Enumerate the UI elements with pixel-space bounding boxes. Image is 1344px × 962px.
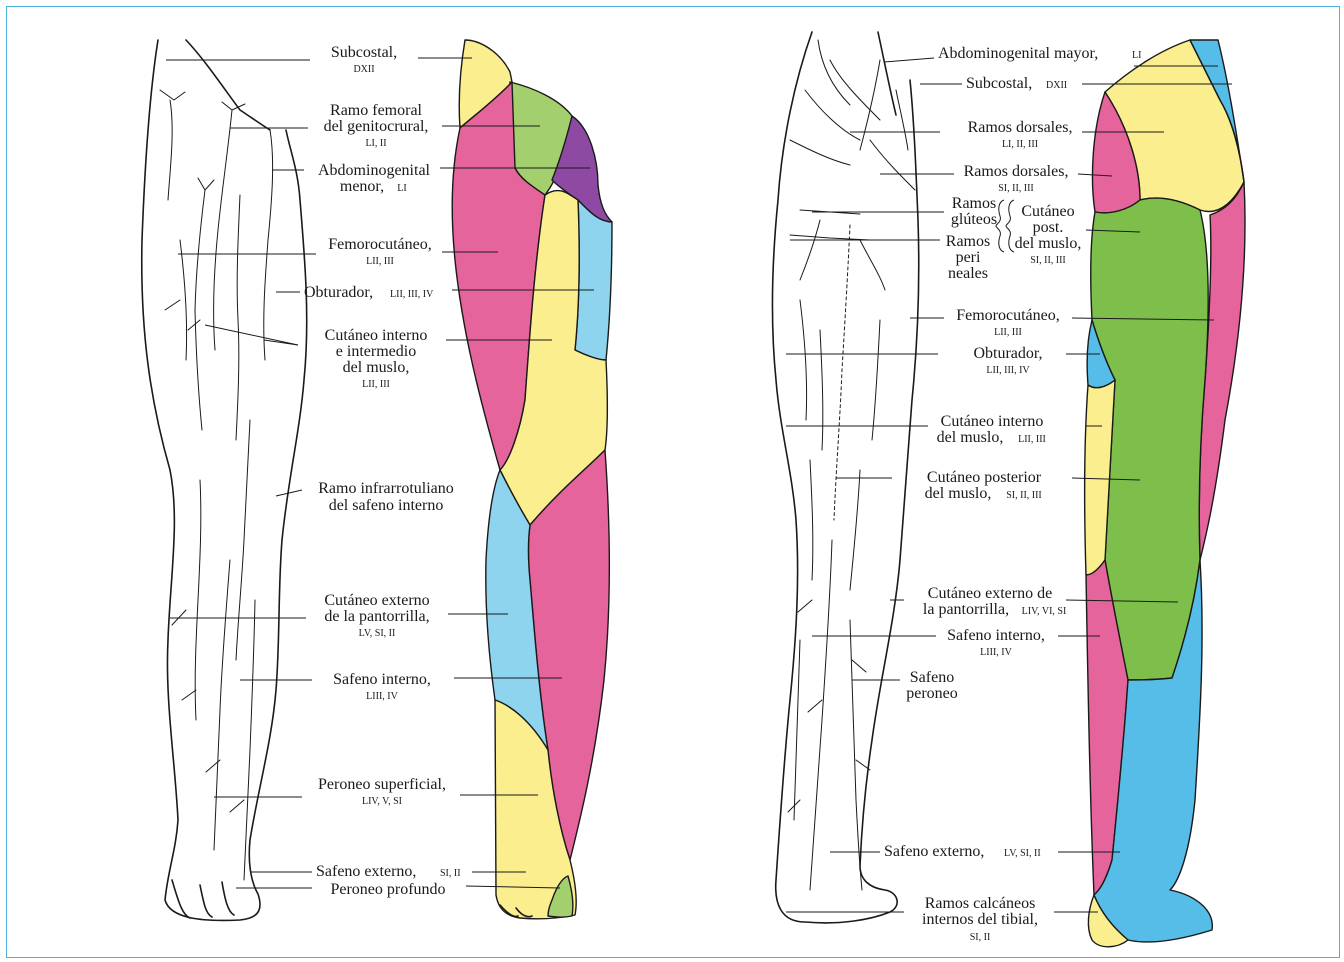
back-iliohypogastric-major-label: Abdominogenital mayor, [938, 45, 1098, 62]
front-genitofemoral-label-1: Ramo femoral [330, 102, 423, 119]
front-femorocutaneous-root: LII, III [366, 256, 394, 267]
back-leg-nerve-drawing [772, 32, 918, 923]
back-peroneal-saphenous-label-1: Safeno [910, 669, 954, 686]
back-gluteal-label-2: glúteos [951, 211, 997, 228]
front-cutaneous-internal-label-1: Cutáneo interno [325, 327, 428, 344]
back-femorocutaneous-root: LII, III [994, 327, 1022, 338]
front-saphenous-label: Safeno interno, [333, 671, 431, 688]
front-deep-peroneal-label: Peroneo profundo [330, 881, 445, 898]
back-subcostal-label: Subcostal, [966, 75, 1032, 92]
back-dorsal-l-root: LI, II, III [1002, 139, 1038, 150]
front-subcostal-root: DXII [353, 64, 374, 75]
front-subcostal-label: Subcostal, [331, 44, 397, 61]
back-perineal-label-2: peri [956, 249, 981, 266]
back-calcaneal-label-2: internos del tibial, [922, 911, 1038, 928]
front-cutaneous-internal-root: LII, III [362, 379, 390, 390]
back-calf-external-label-1: Cutáneo externo de [928, 585, 1052, 602]
front-calf-external-label-1: Cutáneo externo [324, 592, 429, 609]
front-leg-nerve-drawing [142, 40, 307, 920]
front-calf-external-root: LV, SI, II [359, 628, 396, 639]
back-calf-external-label-2: la pantorrilla, [923, 601, 1009, 618]
back-perineal-label-1: Ramos [946, 233, 990, 250]
front-iliohypogastric-label-2: menor, [340, 178, 384, 195]
front-genitofemoral-root: LI, II [365, 138, 386, 149]
front-calf-external-label-2: de la pantorrilla, [324, 608, 429, 625]
back-cutaneous-internal-label-1: Cutáneo interno [941, 413, 1044, 430]
back-iliohypogastric-major-root: LI [1132, 50, 1141, 61]
back-obturator-root: LII, III, IV [986, 365, 1030, 376]
back-femorocutaneous-label: Femorocutáneo, [956, 307, 1060, 324]
back-dorsal-l-label: Ramos dorsales, [968, 119, 1073, 136]
front-superficial-peroneal-label: Peroneo superficial, [318, 776, 446, 793]
front-iliohypogastric-root: LI [397, 183, 406, 194]
front-iliohypogastric-label-1: Abdominogenital [318, 162, 431, 179]
front-obturator-label: Obturador, [304, 284, 373, 301]
back-posterior-group-label-3: del muslo, [1015, 235, 1082, 252]
front-femorocutaneous-label: Femorocutáneo, [328, 236, 432, 253]
back-brace-left [996, 200, 1004, 252]
back-dorsal-s-label: Ramos dorsales, [964, 163, 1069, 180]
back-subcostal-root: DXII [1046, 80, 1067, 91]
front-cutaneous-internal-label-3: del muslo, [343, 359, 410, 376]
back-peroneal-saphenous-label-2: peroneo [906, 685, 958, 702]
back-saphenous-label: Safeno interno, [947, 627, 1045, 644]
back-obturator-label: Obturador, [973, 345, 1042, 362]
back-perineal-label-3: neales [948, 265, 988, 282]
front-sural-root: SI, II [440, 868, 461, 879]
back-cutaneous-internal-label-2: del muslo, [937, 429, 1004, 446]
front-leg-dermatome-map [452, 40, 612, 919]
back-brace-right [1006, 200, 1014, 252]
back-posterior-group-root: SI, II, III [1030, 255, 1066, 266]
zone-obturator [575, 200, 612, 360]
front-superficial-peroneal-root: LIV, V, SI [362, 796, 402, 807]
back-sural-label: Safeno externo, [884, 843, 984, 860]
back-saphenous-root: LIII, IV [980, 647, 1012, 658]
back-posterior-group-label-1: Cutáneo [1021, 203, 1074, 220]
front-cutaneous-internal-label-2: e intermedio [336, 343, 416, 360]
back-calf-external-root: LIV, VI, SI [1022, 606, 1067, 617]
back-cutaneous-internal-root: LII, III [1018, 434, 1046, 445]
front-genitofemoral-label-2: del genitocrural, [324, 118, 429, 135]
back-calcaneal-label-1: Ramos calcáneos [925, 895, 1036, 912]
front-obturator-root: LII, III, IV [390, 289, 434, 300]
back-cutaneous-posterior-root: SI, II, III [1006, 490, 1042, 501]
back-cutaneous-posterior-label-1: Cutáneo posterior [927, 469, 1042, 486]
front-infrapatellar-label-2: del safeno interno [329, 497, 444, 514]
back-gluteal-label-1: Ramos [952, 195, 996, 212]
back-sural-root: LV, SI, II [1004, 848, 1041, 859]
front-sural-label: Safeno externo, [316, 863, 416, 880]
front-infrapatellar-label-1: Ramo infrarrotuliano [318, 480, 454, 497]
back-posterior-group-label-2: post. [1033, 219, 1064, 236]
back-cutaneous-posterior-label-2: del muslo, [925, 485, 992, 502]
back-calcaneal-root: SI, II [970, 932, 991, 943]
front-saphenous-root: LIII, IV [366, 691, 398, 702]
back-dorsal-s-root: SI, II, III [998, 183, 1034, 194]
